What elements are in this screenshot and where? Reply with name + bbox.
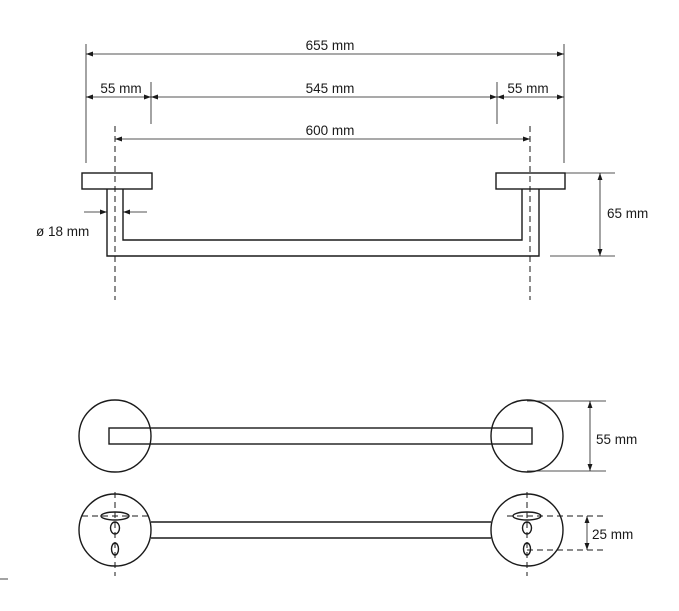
mounting-holes-right [507,492,603,576]
mounting-holes-left [82,492,150,576]
dimension-label-rosette-right: 55 mm [507,81,548,96]
rosette-left [78,399,152,473]
screw-hole-lower-left [110,542,120,556]
screw-hole-upper-right [521,521,533,535]
wall-plate-left [81,172,153,190]
wall-plate-right [495,172,566,190]
top-view: 55 mm [78,399,637,473]
slot-upper-right [512,511,542,521]
dimension-label-depth: 65 mm [607,206,648,221]
dimension-label-hole-spacing: 25 mm [592,527,633,542]
screw-hole-upper-left [109,521,121,535]
slot-upper-left [100,511,130,521]
bottom-view: 25 mm [78,492,633,576]
rosette-right [490,399,564,473]
dimension-label-tube-diameter: ø 18 mm [36,224,89,239]
dimension-label-bar-span: 545 mm [306,81,355,96]
screw-hole-lower-right [522,542,532,556]
front-view: 655 mm 55 mm 545 mm 55 mm 600 mm ø 18 mm… [36,38,648,300]
dimension-label-overall: 655 mm [306,38,355,53]
dimension-label-centers: 600 mm [306,123,355,138]
dimension-label-rosette-diameter: 55 mm [596,432,637,447]
towel-bar-profile [106,189,540,257]
towel-bar-top [108,427,533,445]
dimension-label-rosette-left: 55 mm [100,81,141,96]
